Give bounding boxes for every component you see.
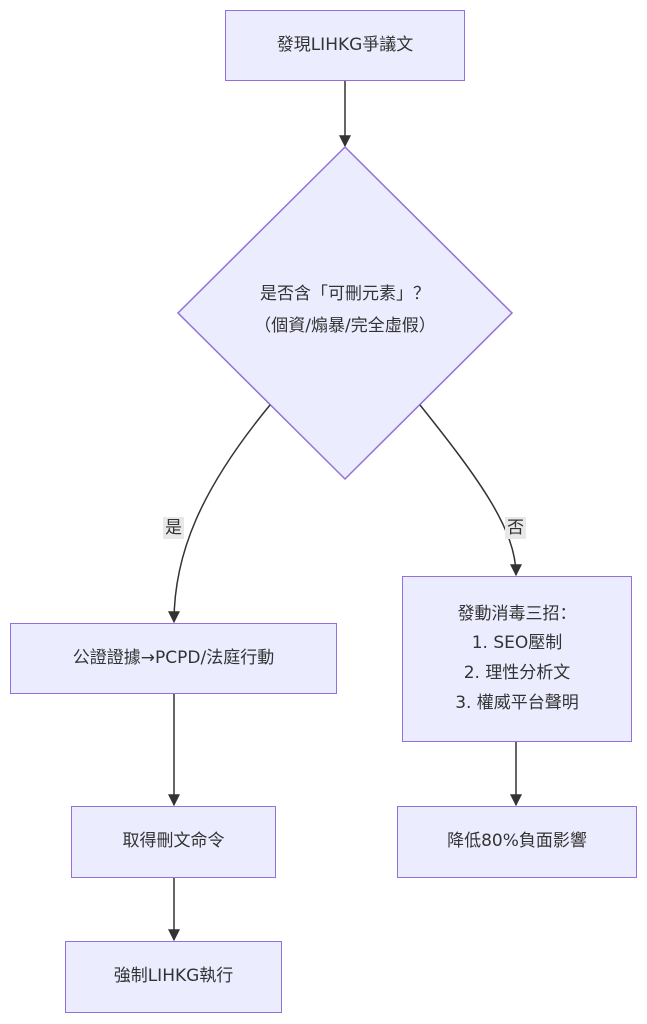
detox-item-3: 3. 權威平台聲明 — [455, 692, 579, 713]
decision-node-label: 是否含「可刪元素」？ （個資/煽暴/完全虛假） — [195, 278, 495, 343]
legal-action-label: 公證證據→PCPD/法庭行動 — [72, 647, 275, 668]
start-node-label: 發現LIHKG爭議文 — [276, 34, 414, 55]
enforce-node: 強制LIHKG執行 — [65, 941, 282, 1013]
edge-decision-to-detox — [419, 404, 522, 577]
detox-node: 發動消毒三招： 1. SEO壓制 2. 理性分析文 3. 權威平台聲明 — [402, 576, 632, 742]
edge-decision-to-legal — [168, 404, 271, 624]
result-node: 降低80%負面影響 — [397, 806, 637, 878]
decision-diamond — [176, 145, 514, 481]
legal-action-node: 公證證據→PCPD/法庭行動 — [10, 623, 337, 694]
edge-label-yes: 是 — [163, 517, 184, 539]
enforce-label: 強制LIHKG執行 — [113, 966, 234, 987]
takedown-order-label: 取得刪文命令 — [122, 831, 225, 852]
detox-item-1: 1. SEO壓制 — [471, 633, 563, 654]
decision-line-2: （個資/煽暴/完全虛假） — [254, 316, 436, 337]
start-node: 發現LIHKG爭議文 — [225, 10, 465, 81]
takedown-order-node: 取得刪文命令 — [71, 806, 276, 878]
detox-item-2: 2. 理性分析文 — [463, 663, 571, 683]
result-label: 降低80%負面影響 — [447, 831, 587, 852]
edge-label-no: 否 — [505, 517, 526, 539]
detox-title: 發動消毒三招： — [457, 603, 577, 624]
decision-line-1: 是否含「可刪元素」？ — [260, 284, 430, 304]
